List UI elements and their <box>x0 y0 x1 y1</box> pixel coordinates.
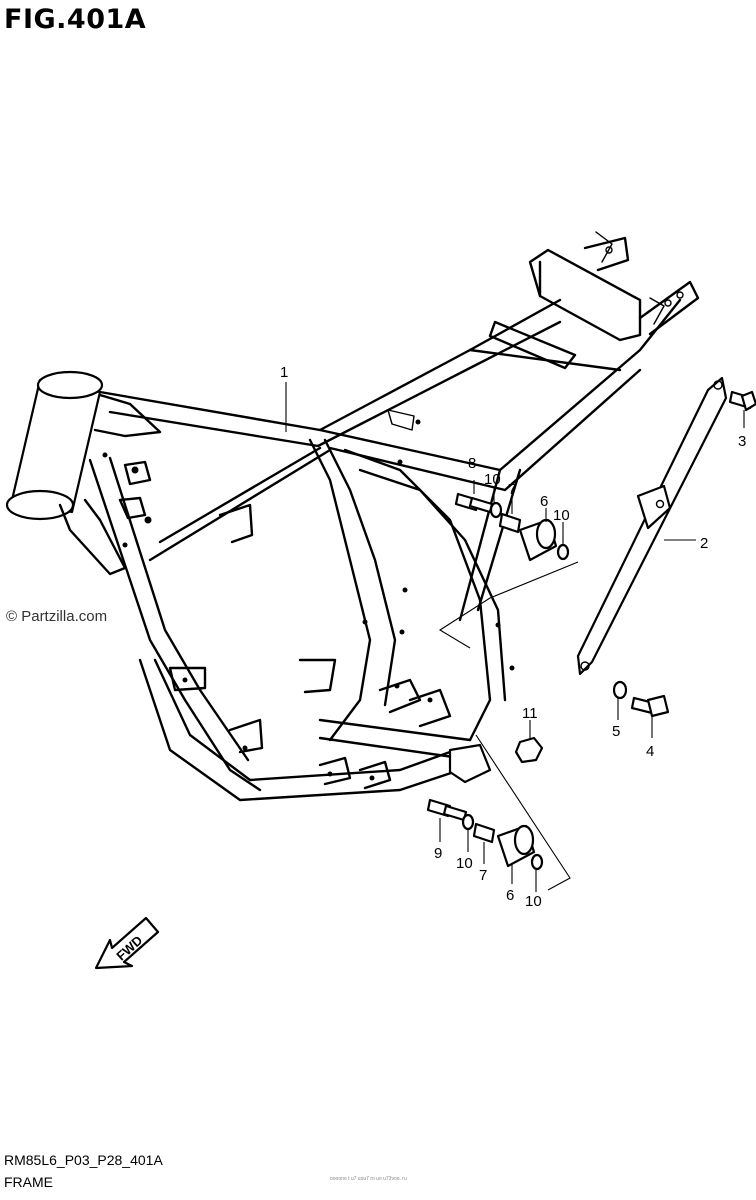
callout-3[interactable]: 3 <box>738 433 746 450</box>
part-2-rear-stay[interactable] <box>576 376 728 676</box>
part-7-collar-a <box>498 512 522 534</box>
part-10-washer-c <box>461 813 475 831</box>
lower-mount-set[interactable] <box>426 798 544 871</box>
part-7-collar-b <box>472 822 496 844</box>
callout-10-a[interactable]: 10 <box>484 471 501 488</box>
part-11-nut[interactable] <box>514 736 544 764</box>
figure-title: FIG.401A <box>4 4 147 35</box>
part-3-bolt[interactable] <box>728 390 756 412</box>
callout-6-lower[interactable]: 6 <box>506 887 514 904</box>
callout-8[interactable]: 8 <box>468 455 476 472</box>
frame-main[interactable] <box>5 231 700 802</box>
head-tube-top <box>36 370 104 400</box>
callout-7-lower[interactable]: 7 <box>479 867 487 884</box>
figure-name: FRAME <box>4 1174 53 1190</box>
callout-1[interactable]: 1 <box>280 364 288 381</box>
callout-2[interactable]: 2 <box>700 535 708 552</box>
part-4-bolt[interactable] <box>630 694 670 718</box>
callout-10-d[interactable]: 10 <box>525 893 542 910</box>
watermark: © Partzilla.com <box>6 608 108 625</box>
callout-10-c[interactable]: 10 <box>456 855 473 872</box>
head-tube-bottom <box>5 489 75 521</box>
callout-4[interactable]: 4 <box>646 743 654 760</box>
engine-mount-tab <box>448 743 492 784</box>
part-5-washer[interactable] <box>612 680 628 700</box>
callout-5[interactable]: 5 <box>612 723 620 740</box>
figure-code: RM85L6_P03_P28_401A <box>4 1152 163 1168</box>
callout-9[interactable]: 9 <box>434 845 442 862</box>
part-10-washer-b <box>556 543 570 561</box>
forward-arrow: FWD <box>94 916 160 970</box>
upper-mount-set[interactable] <box>454 492 570 562</box>
alignment-line-lower <box>475 734 571 891</box>
fine-print: oooono t u7 uou7 ro uo u73voo. ru <box>330 1176 407 1182</box>
callout-6-upper[interactable]: 6 <box>540 493 548 510</box>
callout-10-b[interactable]: 10 <box>553 507 570 524</box>
part-10-washer-d <box>530 853 544 871</box>
part-10-washer-a <box>489 501 503 519</box>
alignment-line-upper <box>438 561 579 649</box>
callout-11[interactable]: 11 <box>522 705 538 722</box>
callout-7-upper[interactable]: 7 <box>508 481 516 498</box>
